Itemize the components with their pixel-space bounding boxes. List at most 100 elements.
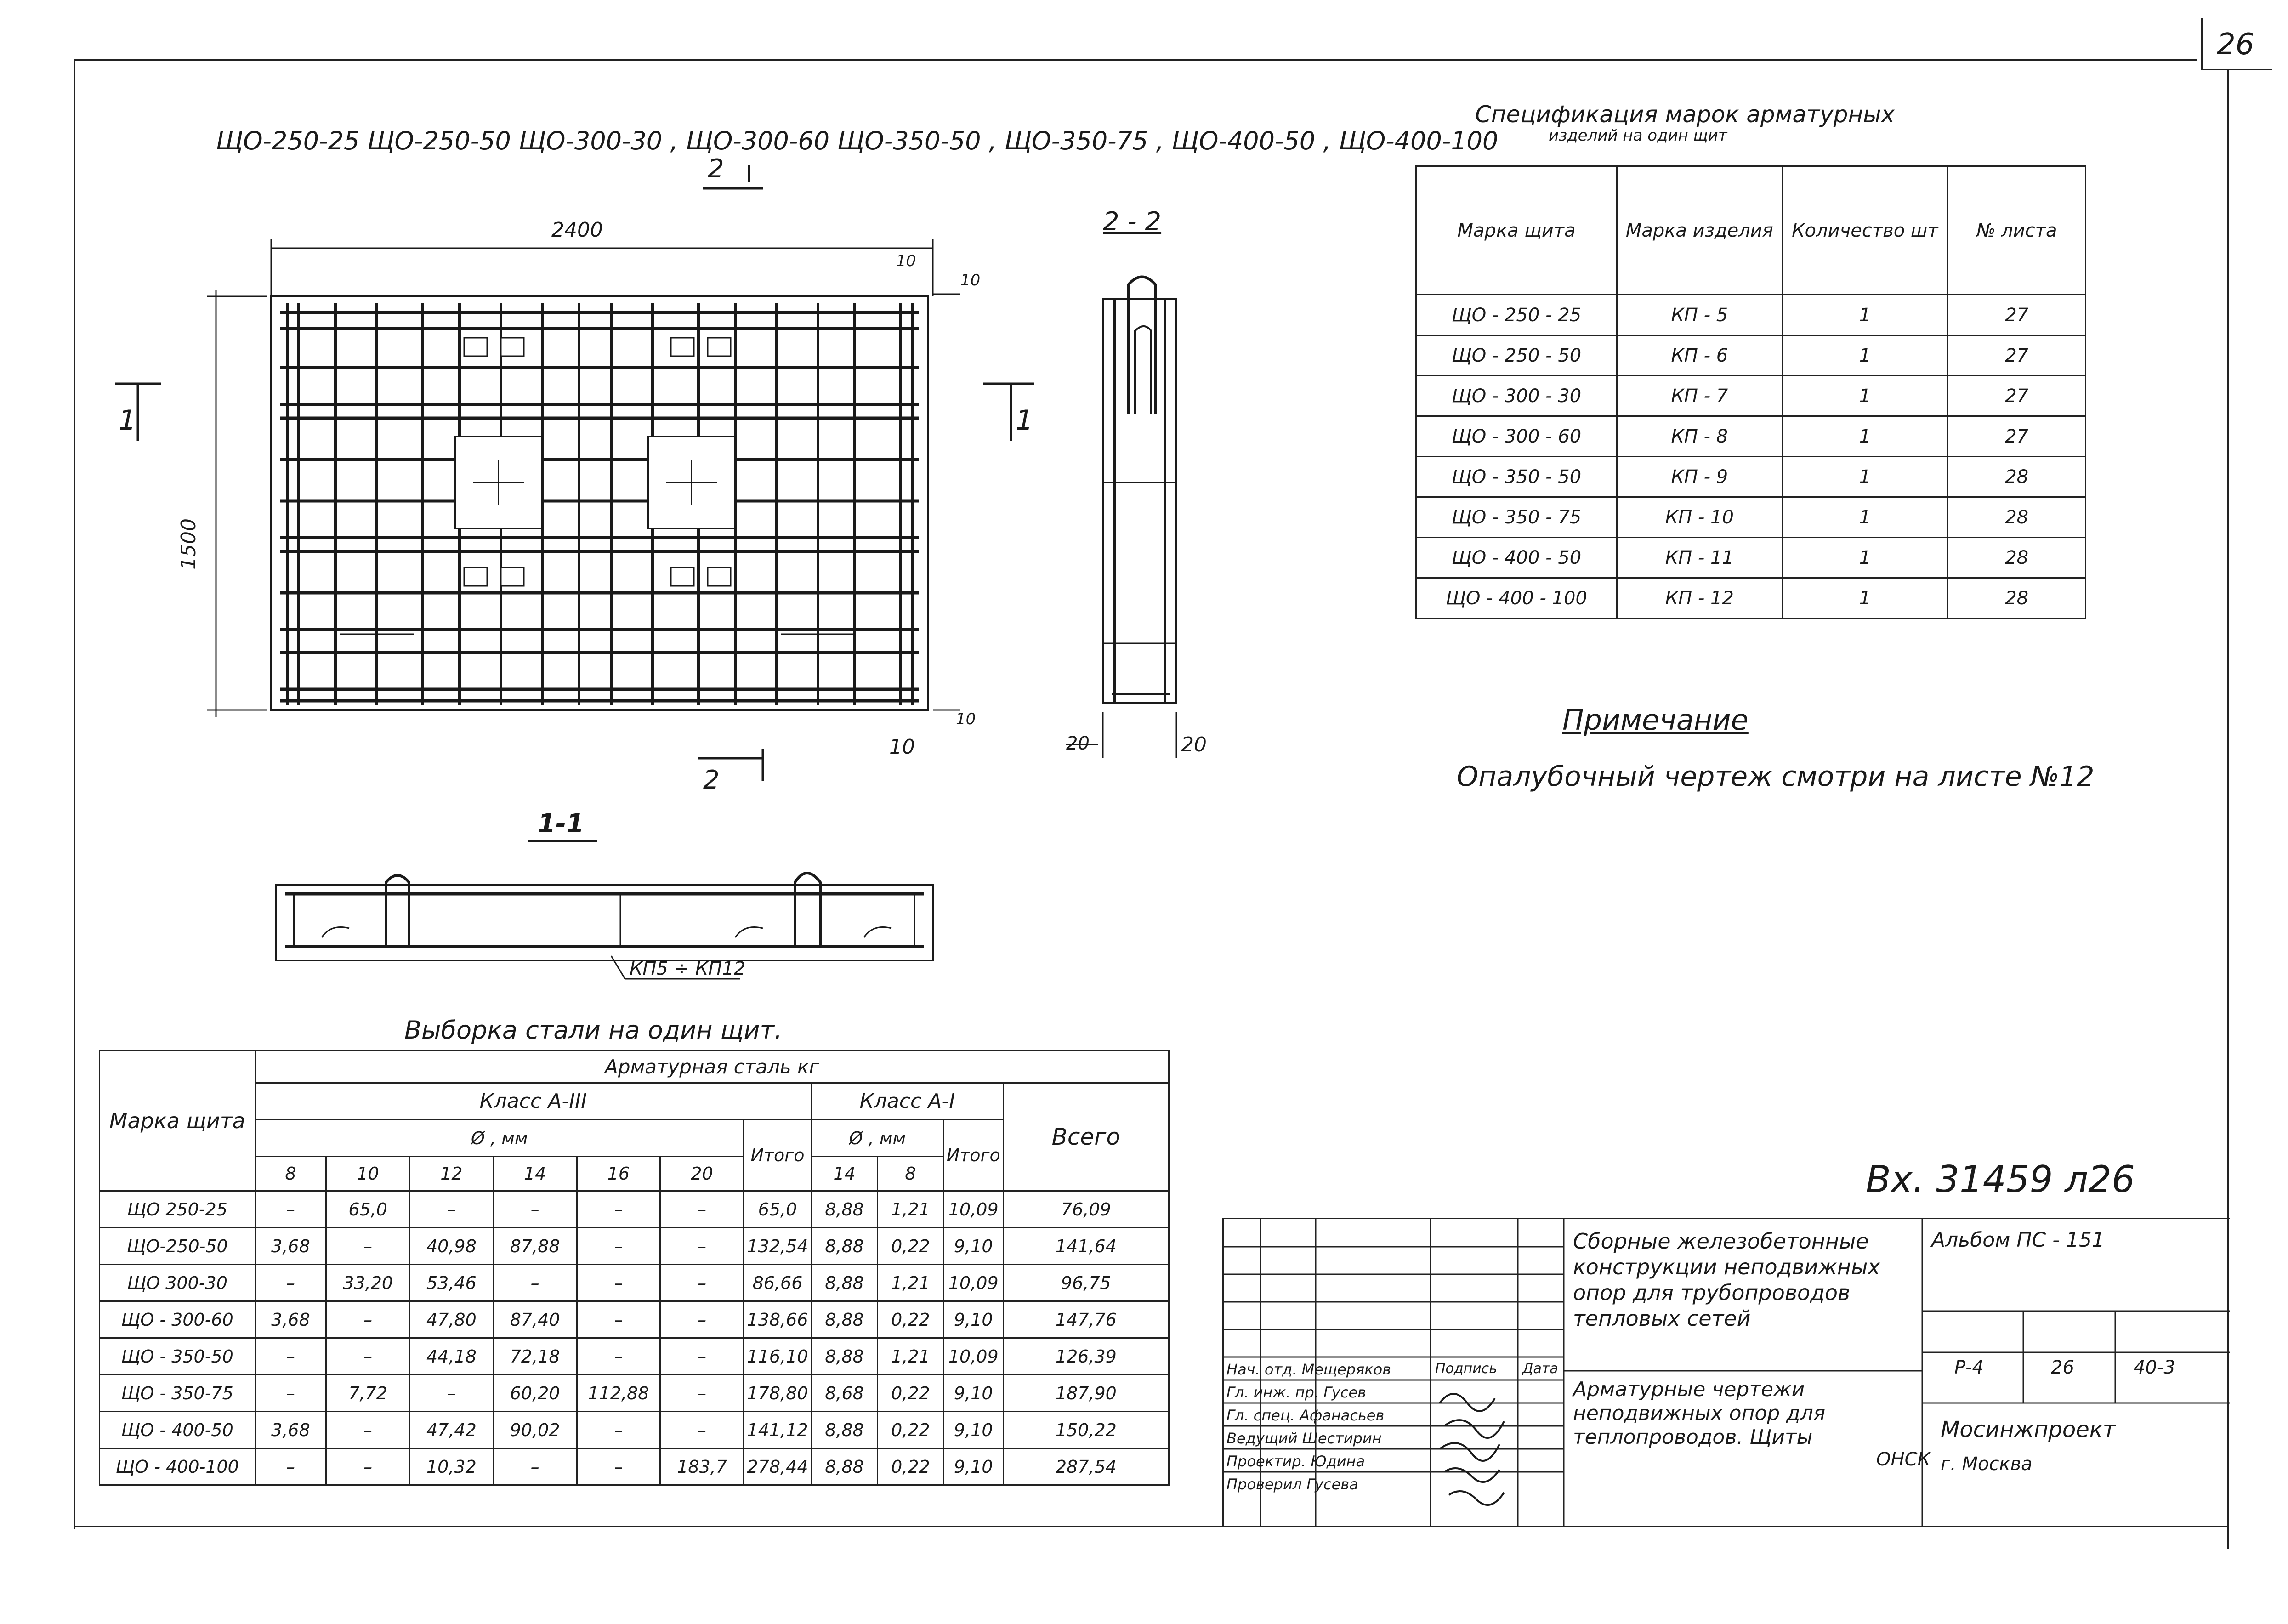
section-2-top-mark: 2 [708, 154, 724, 184]
height-dimension: 1500 [177, 518, 200, 570]
sig-row-2: Гл. спец. Афанасьев [1226, 1407, 1385, 1424]
sheet-number-box: 26 [2201, 18, 2272, 70]
steel-cell: 112,88 [576, 1374, 661, 1412]
steel-cell: 116,10 [743, 1337, 812, 1375]
dia-cell: 14 [492, 1156, 578, 1192]
archive-stamp-number: Вх. 31459 л26 [1866, 1158, 2135, 1201]
spec-cell: 27 [1947, 335, 2086, 376]
steel-table-title: Выборка стали на один щит. [404, 1016, 783, 1045]
spec-cell: ЩО - 400 - 100 [1415, 577, 1618, 619]
steel-header-dia1: Ø , мм [811, 1119, 944, 1157]
steel-cell: 287,54 [1002, 1448, 1170, 1486]
steel-cell: 87,40 [492, 1300, 578, 1339]
steel-cell: 3,68 [254, 1300, 327, 1339]
steel-cell: – [659, 1227, 744, 1265]
dia-cell: 8 [254, 1156, 327, 1192]
frame-left [74, 59, 75, 1529]
steel-cell: 126,39 [1002, 1337, 1170, 1375]
steel-cell: 0,22 [876, 1411, 944, 1449]
steel-cell: 65,0 [743, 1190, 812, 1228]
steel-cell: 87,88 [492, 1227, 578, 1265]
frame-right [2227, 69, 2229, 1549]
steel-cell: ЩО-250-50 [99, 1227, 256, 1265]
spec-cell: ЩО - 250 - 50 [1415, 335, 1618, 376]
steel-header-itogo3: Итого [743, 1119, 812, 1192]
spec-header-qty: Количество шт [1781, 165, 1949, 295]
spec-cell: 28 [1947, 537, 2086, 579]
title-desc-1: Сборные железобетонные конструкции непод… [1573, 1229, 1880, 1331]
steel-cell: ЩО - 400-100 [99, 1448, 256, 1486]
steel-cell: 47,42 [409, 1411, 494, 1449]
section-1-1-title: 1-1 [538, 809, 585, 839]
steel-cell: 76,09 [1002, 1190, 1170, 1228]
sig-row-0: Нач. отд. Мещеряков [1226, 1361, 1391, 1378]
steel-cell: 8,88 [811, 1448, 878, 1486]
spec-cell: 1 [1781, 335, 1949, 376]
steel-cell: – [576, 1264, 661, 1302]
steel-cell: 3,68 [254, 1411, 327, 1449]
note-text: Опалубочный чертеж смотри на листе №12 [1457, 761, 2095, 793]
steel-header-itogo1: Итого [942, 1119, 1004, 1192]
sheet-number: 26 [2217, 28, 2254, 62]
steel-cell: 10,09 [942, 1264, 1004, 1302]
spec-cell: 1 [1781, 456, 1949, 498]
org-city: г. Москва [1941, 1454, 2033, 1475]
title-desc-2: Арматурные чертежи неподвижных опор для … [1573, 1378, 1826, 1449]
steel-cell: – [492, 1264, 578, 1302]
spec-title-line2: изделий на один щит [1549, 126, 1727, 145]
steel-cell: ЩО - 350-75 [99, 1374, 256, 1412]
steel-cell: 96,75 [1002, 1264, 1170, 1302]
steel-cell: 7,72 [325, 1374, 411, 1412]
signatures [1439, 1393, 1505, 1506]
dim-10-bottom-right: 10 [956, 710, 976, 728]
steel-cell: 9,10 [942, 1411, 1004, 1449]
spec-header-mark: Марка щита [1415, 165, 1618, 295]
spec-cell: ЩО - 300 - 30 [1415, 375, 1618, 417]
steel-cell: – [576, 1190, 661, 1228]
steel-cell: 178,80 [743, 1374, 812, 1412]
spec-cell: 28 [1947, 456, 2086, 498]
steel-cell: 187,90 [1002, 1374, 1170, 1412]
spec-cell: КП - 9 [1616, 456, 1783, 498]
dia-cell: 12 [409, 1156, 494, 1192]
steel-cell: 10,09 [942, 1337, 1004, 1375]
steel-cell: – [409, 1190, 494, 1228]
steel-cell: 132,54 [743, 1227, 812, 1265]
steel-cell: 8,88 [811, 1411, 878, 1449]
dept-name: ОНСК [1876, 1449, 1930, 1470]
steel-cell: – [325, 1300, 411, 1339]
spec-header-sheet: № листа [1947, 165, 2086, 295]
steel-cell: 147,76 [1002, 1300, 1170, 1339]
spec-cell: 28 [1947, 496, 2086, 538]
spec-cell: ЩО - 350 - 75 [1415, 496, 1618, 538]
steel-header-arm: Арматурная сталь кг [254, 1050, 1170, 1084]
steel-cell: – [659, 1374, 744, 1412]
steel-cell: 3,68 [254, 1227, 327, 1265]
title-block: Нач. отд. Мещеряков Гл. инж. пр. Гусев Г… [1222, 1218, 2230, 1527]
steel-cell: – [576, 1411, 661, 1449]
steel-cell: 9,10 [942, 1300, 1004, 1339]
steel-cell: 1,21 [876, 1190, 944, 1228]
spec-cell: КП - 11 [1616, 537, 1783, 579]
spec-cell: КП - 8 [1616, 415, 1783, 457]
steel-cell: ЩО 250-25 [99, 1190, 256, 1228]
frame-top [74, 59, 2197, 61]
steel-cell: 0,22 [876, 1448, 944, 1486]
dim-20-left: 20 [1066, 733, 1090, 754]
width-dimension: 2400 [551, 218, 603, 242]
steel-cell: 10,09 [942, 1190, 1004, 1228]
spec-cell: 1 [1781, 577, 1949, 619]
dim-10-bottom: 10 [889, 735, 915, 759]
spec-cell: ЩО - 350 - 50 [1415, 456, 1618, 498]
steel-cell: – [492, 1448, 578, 1486]
